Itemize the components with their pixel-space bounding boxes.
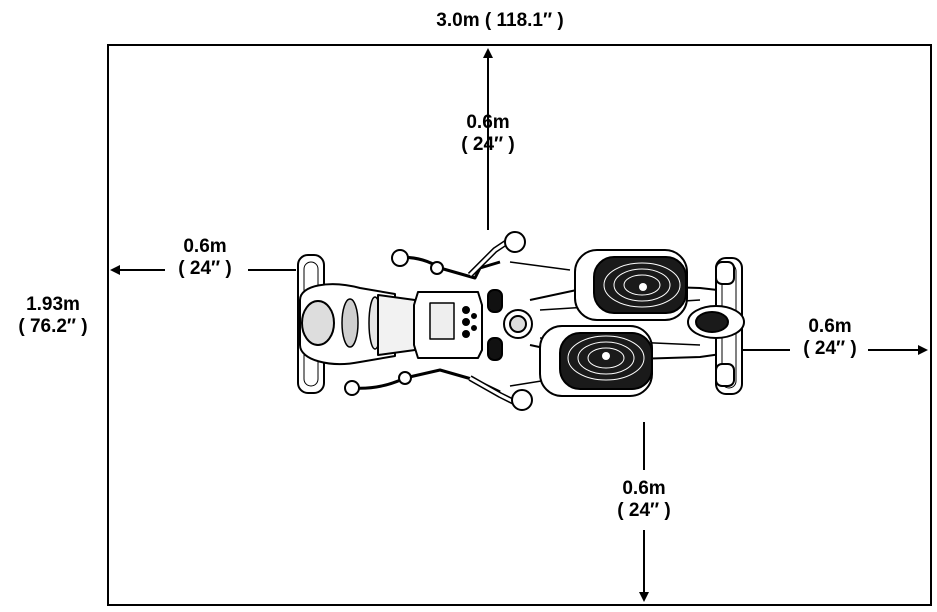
- total-length-metric: 3.0m: [436, 10, 480, 31]
- total-width-label: 1.93m ( 76.2″ ): [2, 294, 104, 338]
- front-clearance-imperial: ( 24″ ): [461, 134, 515, 155]
- bottom-clearance-imperial: ( 24″ ): [617, 500, 671, 521]
- right-clearance-imperial: ( 24″ ): [803, 338, 857, 359]
- total-width-metric: 1.93m: [26, 294, 80, 315]
- total-length-imperial: ( 118.1″ ): [484, 10, 564, 31]
- total-length-label: 3.0m ( 118.1″ ): [400, 10, 600, 32]
- right-clearance-label: 0.6m ( 24″ ): [780, 316, 880, 360]
- right-clearance-metric: 0.6m: [808, 316, 852, 337]
- left-clearance-imperial: ( 24″ ): [178, 258, 232, 279]
- front-clearance-metric: 0.6m: [466, 112, 510, 133]
- bottom-clearance-metric: 0.6m: [622, 478, 666, 499]
- bottom-clearance-label: 0.6m ( 24″ ): [594, 478, 694, 522]
- elliptical-trainer-icon: [297, 231, 745, 411]
- total-width-imperial: ( 76.2″ ): [18, 316, 88, 337]
- front-clearance-label: 0.6m ( 24″ ): [438, 112, 538, 156]
- left-clearance-label: 0.6m ( 24″ ): [155, 236, 255, 280]
- training-space-boundary: [107, 44, 932, 606]
- left-clearance-metric: 0.6m: [183, 236, 227, 257]
